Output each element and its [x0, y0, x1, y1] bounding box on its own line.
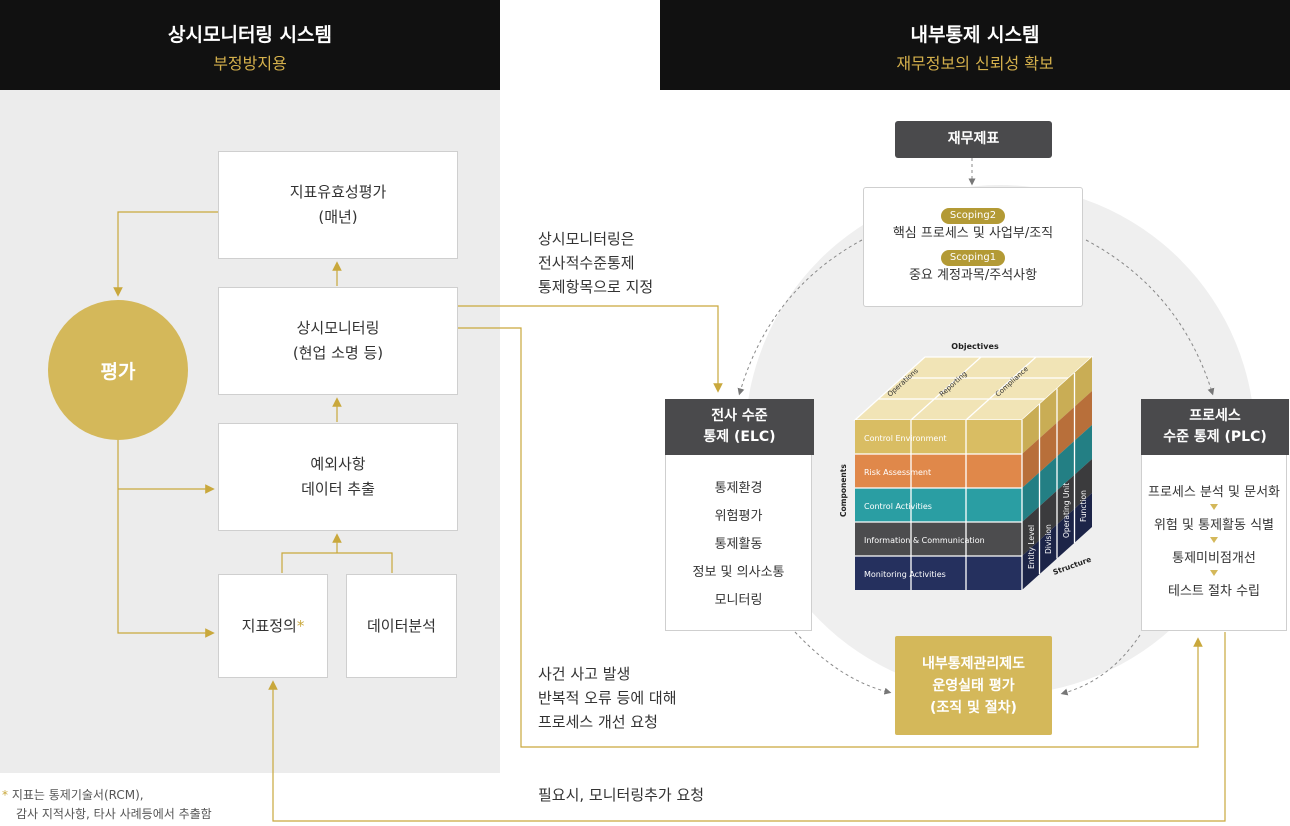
- designation-note-line3: 통제항목으로 지정: [538, 278, 654, 296]
- kpi-evaluation-line1: 지표유효성평가: [289, 183, 387, 201]
- right-header: 내부통제 시스템 재무정보의 신뢰성 확보: [660, 0, 1290, 90]
- scoping1-text: 중요 계정과목/주석사항: [908, 268, 1038, 283]
- incident-note-line1: 사건 사고 발생: [538, 665, 631, 683]
- footnote-line2: 감사 지적사항, 타사 사례등에서 추출함: [16, 807, 212, 821]
- exception-extraction-box: 예외사항 데이터 추출: [218, 423, 458, 531]
- elc-item: 위험평가: [714, 509, 763, 524]
- cube-structure-label: Operating Unit: [1062, 483, 1071, 538]
- exception-line2: 데이터 추출: [301, 480, 375, 498]
- scoping1-badge: Scoping1: [940, 250, 1006, 266]
- designation-note-line1: 상시모니터링은: [538, 230, 635, 248]
- plc-item: 프로세스 분석 및 문서화: [1148, 485, 1280, 500]
- right-header-subtitle: 재무정보의 신뢰성 확보: [896, 54, 1054, 73]
- cube-top-divider: [910, 356, 982, 421]
- cube-component-label: Control Activities: [864, 502, 932, 511]
- scoping2-badge: Scoping2: [940, 208, 1006, 224]
- financial-statements-label: 재무제표: [947, 131, 1000, 147]
- footnote-line1: 지표는 통제기술서(RCM),: [11, 788, 144, 802]
- elc-item: 통제환경: [714, 481, 763, 496]
- additional-request-note: 필요시, 모니터링추가 요청: [538, 786, 705, 804]
- monitoring-box: 상시모니터링 (현업 소명 등): [218, 287, 458, 395]
- monitoring-line2: (현업 소명 등): [292, 344, 384, 362]
- cube-row-risk-assessment: [855, 454, 1022, 488]
- down-arrow-icon: [1210, 537, 1218, 543]
- exception-line1: 예외사항: [310, 455, 366, 473]
- incident-note-line2: 반복적 오류 등에 대해: [538, 689, 677, 707]
- evaluation-line1: 내부통제관리제도: [921, 655, 1026, 672]
- kpi-definition-label: 지표정의: [241, 616, 297, 635]
- cube-components-label: Components: [839, 464, 848, 517]
- plc-item: 위험 및 통제활동 식별: [1153, 518, 1275, 533]
- designation-note-line2: 전사적수준통제: [538, 254, 635, 272]
- incident-note-line3: 프로세스 개선 요청: [538, 713, 658, 731]
- evaluation-line3: (조직 및 절차): [930, 699, 1017, 716]
- right-header-title: 내부통제 시스템: [910, 24, 1040, 46]
- financial-statements-box: 재무제표: [895, 121, 1052, 158]
- kpi-definition-asterisk: *: [296, 616, 305, 635]
- cube-structure-label: Division: [1044, 524, 1053, 554]
- monitoring-line1: 상시모니터링: [296, 319, 380, 337]
- elc-item: 통제활동: [714, 537, 763, 552]
- left-header-title: 상시모니터링 시스템: [168, 24, 332, 46]
- cube-row-information-communication: [855, 522, 1022, 556]
- evaluation-line2: 운영실태 평가: [932, 677, 1015, 694]
- plc-item: 통제미비점개선: [1172, 551, 1256, 566]
- cube-structure-label: Entity Level: [1027, 525, 1036, 569]
- kpi-definition-box: 지표정의*: [218, 574, 328, 678]
- elc-item-list: 통제환경 위험평가 통제활동 정보 및 의사소통 모니터링: [665, 455, 812, 631]
- down-arrow-icon: [1210, 504, 1218, 510]
- cube-component-label: Risk Assessment: [864, 468, 931, 477]
- footnote-asterisk: *: [2, 788, 8, 802]
- data-analysis-box: 데이터분석: [346, 574, 457, 678]
- plc-item-list: 프로세스 분석 및 문서화 위험 및 통제활동 식별 통제미비점개선 테스트 절…: [1141, 455, 1287, 631]
- scoping2-text: 핵심 프로세스 및 사업부/조직: [892, 226, 1054, 241]
- elc-title-line1: 전사 수준: [711, 408, 768, 424]
- cube-top-divider: [965, 356, 1037, 421]
- elc-item: 정보 및 의사소통: [692, 565, 785, 580]
- plc-header: 프로세스 수준 통제 (PLC): [1141, 399, 1289, 455]
- scoping-box: Scoping2 핵심 프로세스 및 사업부/조직 Scoping1 중요 계정…: [863, 187, 1083, 307]
- plc-title-line1: 프로세스: [1189, 408, 1241, 424]
- cube-component-label: Information & Communication: [864, 536, 985, 545]
- down-arrow-icon: [1210, 570, 1218, 576]
- elc-item: 모니터링: [714, 593, 763, 608]
- cube-structure-label: Function: [1079, 490, 1088, 522]
- cube-objectives-label: Objectives: [951, 342, 999, 351]
- cube-component-label: Control Environment: [864, 434, 947, 443]
- monitoring-designation-note: 상시모니터링은 전사적수준통제 통제항목으로 지정: [538, 227, 653, 299]
- plc-title-line2: 수준 통제 (PLC): [1163, 429, 1267, 445]
- evaluation-circle-label: 평가: [100, 360, 136, 383]
- coso-cube: Objectives Operations Reporting Complian…: [839, 342, 1094, 590]
- kpi-evaluation-line2: (매년): [318, 208, 358, 226]
- cube-structure-title: Structure: [1052, 555, 1093, 577]
- cube-row-control-environment: [855, 420, 1022, 454]
- kpi-evaluation-box: 지표유효성평가 (매년): [218, 151, 458, 259]
- elc-title-line2: 통제 (ELC): [703, 429, 776, 445]
- operation-evaluation-box: 내부통제관리제도 운영실태 평가 (조직 및 절차): [895, 636, 1052, 735]
- evaluation-circle: 평가: [48, 300, 188, 440]
- plc-item: 테스트 절차 수립: [1168, 584, 1260, 599]
- data-analysis-label: 데이터분석: [366, 616, 436, 635]
- elc-header: 전사 수준 통제 (ELC): [665, 399, 814, 455]
- footnote: * 지표는 통제기술서(RCM), 감사 지적사항, 타사 사례등에서 추출함: [2, 786, 212, 824]
- left-header-subtitle: 부정방지용: [213, 54, 287, 73]
- incident-note: 사건 사고 발생 반복적 오류 등에 대해 프로세스 개선 요청: [538, 662, 677, 734]
- cube-row-monitoring-activities: [855, 556, 1022, 590]
- left-header: 상시모니터링 시스템 부정방지용: [0, 0, 500, 90]
- cube-row-control-activities: [855, 488, 1022, 522]
- cube-component-label: Monitoring Activities: [864, 570, 946, 579]
